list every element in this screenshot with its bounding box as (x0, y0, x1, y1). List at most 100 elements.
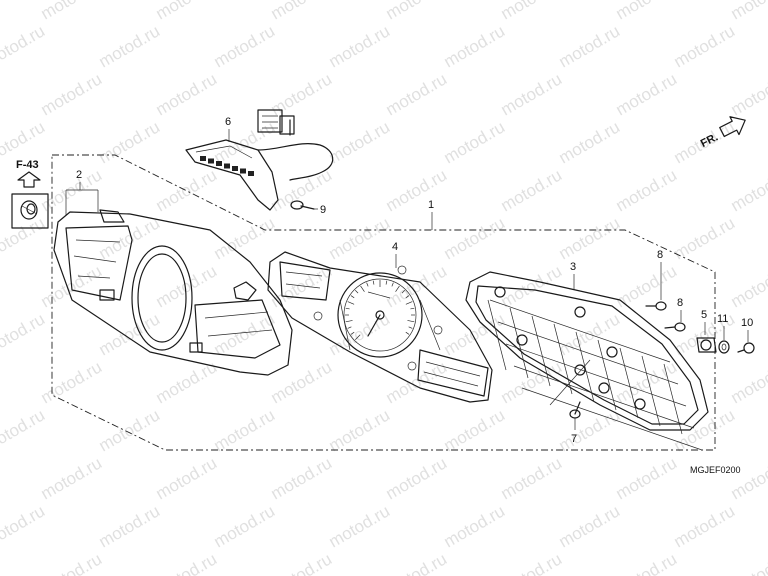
watermark-text: motod.ru (383, 69, 451, 119)
watermark-text: motod.ru (613, 261, 681, 311)
watermark-text: motod.ru (383, 357, 451, 407)
watermark-text: motod.ru (0, 405, 48, 455)
callout-8a-label: 8 (657, 249, 663, 261)
watermark-text: motod.ru (326, 405, 394, 455)
watermark-text: motod.ru (268, 453, 336, 503)
watermark-text: motod.ru (441, 405, 509, 455)
watermark-text: motod.ru (498, 549, 566, 576)
callout-3-label: 3 (570, 261, 576, 273)
callout-6-label: 6 (225, 116, 231, 128)
watermark-text: motod.ru (441, 501, 509, 551)
watermark-text: motod.ru (613, 549, 681, 576)
callout-1: 1 (428, 199, 434, 230)
watermark-text: motod.ru (383, 261, 451, 311)
watermark-text: motod.ru (613, 453, 681, 503)
gauge-tick (408, 326, 413, 329)
gauge-tick (391, 282, 394, 287)
indicator-segment (216, 161, 222, 166)
watermark-text: motod.ru (211, 21, 279, 71)
watermark-text: motod.ru (211, 117, 279, 167)
gauge-label-mark (367, 291, 391, 299)
gauge-tick (347, 301, 355, 305)
watermark-text: motod.ru (556, 117, 624, 167)
watermark-text: motod.ru (383, 0, 451, 23)
gauge-tick (410, 307, 415, 310)
watermark-text: motod.ru (498, 453, 566, 503)
gauge-tick (395, 285, 400, 292)
watermark-text: motod.ru (268, 357, 336, 407)
watermark-text: motod.ru (728, 453, 768, 503)
watermark-text: motod.ru (211, 501, 279, 551)
case-rib (553, 323, 573, 395)
callout-1-label: 1 (428, 199, 434, 211)
watermark-text: motod.ru (211, 405, 279, 455)
watermark-text: motod.ru (153, 549, 221, 576)
indicator-segment (200, 156, 206, 161)
gauge-tick (345, 320, 353, 323)
case-rib (531, 315, 551, 387)
gauge-tick (405, 301, 413, 305)
screw-7-icon (569, 401, 581, 419)
callout-11-label: 11 (717, 313, 728, 325)
gauge-tick (355, 290, 359, 294)
watermark-text: motod.ru (0, 501, 48, 551)
watermark-text: motod.ru (268, 0, 336, 23)
watermark-text: motod.ru (96, 309, 164, 359)
watermark-text: motod.ru (383, 453, 451, 503)
watermark-text: motod.ru (268, 549, 336, 576)
rear-case (465, 271, 709, 451)
indicator-segment (248, 171, 254, 176)
watermark-text: motod.ru (728, 0, 768, 23)
watermark-text: motod.ru (326, 117, 394, 167)
watermark-text: motod.ru (728, 357, 768, 407)
gauge-tick (347, 326, 352, 329)
watermark-text: motod.ru (441, 309, 509, 359)
callout-8-lower: 8 (664, 297, 686, 332)
case-rib (575, 331, 595, 403)
watermark-text: motod.ru (556, 405, 624, 455)
callout-5-label: 5 (701, 309, 707, 321)
assembly-boundary (51, 154, 716, 451)
callout-4-label: 4 (392, 241, 398, 253)
indicator-segment (224, 163, 230, 169)
callout-5: 5 (696, 309, 717, 353)
screw-8a-icon (645, 301, 667, 311)
gauge-tick (366, 282, 369, 287)
meter-body (267, 251, 493, 403)
watermark-text: motod.ru (153, 453, 221, 503)
watermark-text: motod.ru (556, 501, 624, 551)
watermark-text: motod.ru (671, 501, 739, 551)
gauge-tick (350, 295, 355, 299)
watermark-text: motod.ru (38, 357, 106, 407)
watermark-text: motod.ru (153, 165, 221, 215)
callout-8-upper: 8 (645, 249, 667, 311)
gauge-tick (355, 334, 361, 340)
bolt-10-icon (737, 342, 755, 354)
watermark-text: motod.ru (728, 549, 768, 576)
watermark-text: motod.ru (498, 69, 566, 119)
indicator-unit (185, 109, 334, 211)
gauge-tick (350, 331, 355, 335)
case-rib (505, 343, 687, 407)
watermark-text: motod.ru (326, 21, 394, 71)
watermark-text: motod.ru (96, 117, 164, 167)
indicator-segments (200, 156, 254, 176)
watermark-text: motod.ru (441, 213, 509, 263)
callout-2: 2 (65, 169, 99, 215)
collar-11-icon (718, 340, 730, 354)
case-rib (597, 339, 617, 411)
case-rib (487, 299, 507, 371)
case-rib (663, 363, 683, 435)
watermark-text: motod.ru (38, 549, 106, 576)
reference-box (11, 193, 49, 229)
connector-icon (257, 109, 283, 133)
watermark-text: motod.ru (728, 261, 768, 311)
reference-label: F-43 (16, 159, 39, 171)
gauge-tick (360, 285, 365, 292)
callout-9: 9 (290, 200, 326, 216)
watermark-text: motod.ru (0, 21, 48, 71)
watermark-text: motod.ru (498, 261, 566, 311)
watermark-text: motod.ru (556, 213, 624, 263)
